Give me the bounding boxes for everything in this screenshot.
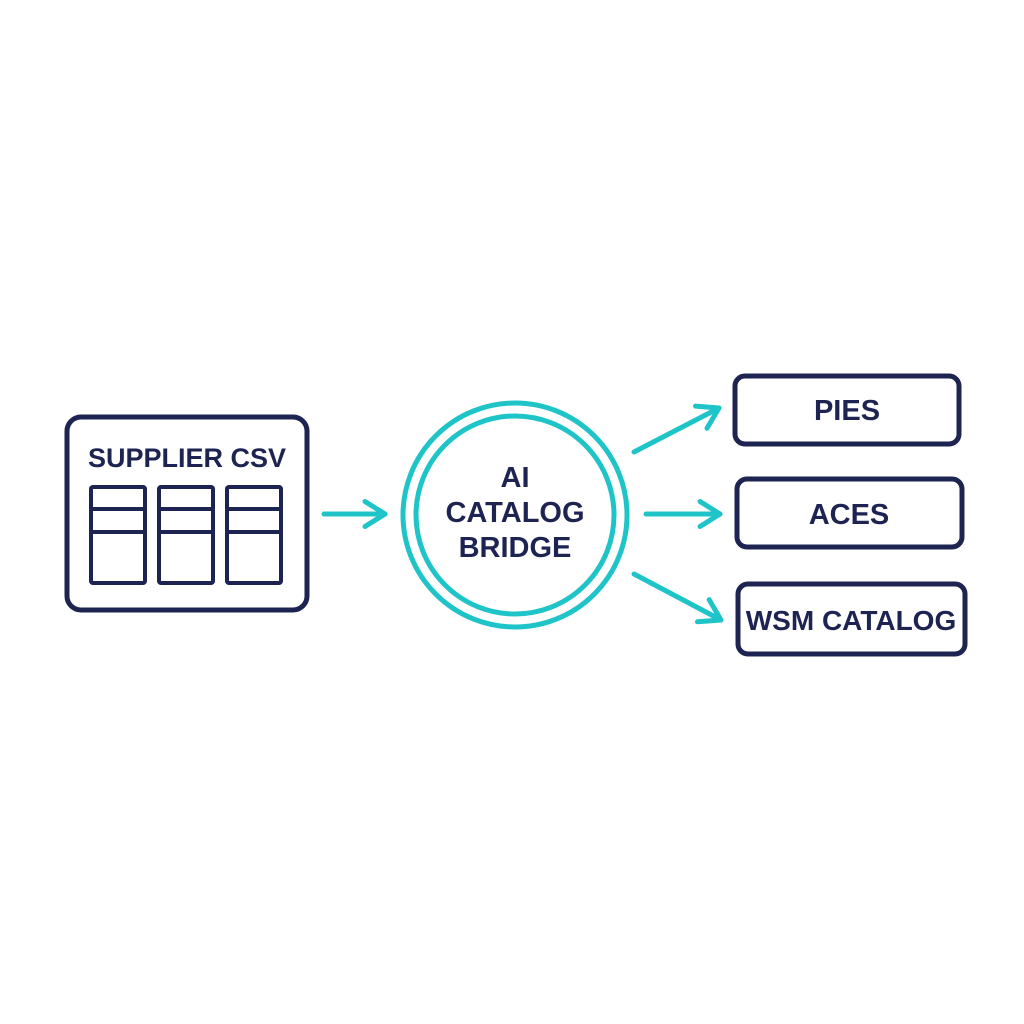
arrow-hub-to-pies [631, 403, 722, 455]
supplier-csv-box [64, 414, 310, 613]
spreadsheet-column-1 [89, 485, 147, 585]
output-label-pies: PIES [814, 395, 880, 427]
hub-label-line-3: BRIDGE [459, 532, 572, 564]
supplier-csv-node: SUPPLIER CSV [64, 414, 310, 613]
output-label-wsm-catalog: WSM CATALOG [746, 605, 956, 636]
ai-catalog-bridge-node: AI CATALOG BRIDGE [400, 400, 630, 630]
output-node-wsm-catalog: WSM CATALOG [735, 581, 968, 657]
hub-inner-ring [413, 413, 617, 617]
output-box-pies [732, 373, 962, 447]
hub-label-line-2: CATALOG [445, 497, 584, 529]
output-node-pies: PIES [732, 373, 962, 447]
output-node-aces: ACES [734, 476, 965, 550]
spreadsheet-column-2 [157, 485, 215, 585]
spreadsheet-column-3 [225, 485, 283, 585]
output-label-aces: ACES [809, 499, 890, 531]
output-box-wsm-catalog [735, 581, 968, 657]
hub-outer-ring [400, 400, 630, 630]
supplier-csv-label: SUPPLIER CSV [88, 443, 286, 473]
arrow-hub-to-wsm-catalog [631, 571, 724, 625]
output-box-aces [734, 476, 965, 550]
hub-label-line-1: AI [501, 462, 530, 494]
spreadsheet-columns-icon [89, 485, 283, 585]
